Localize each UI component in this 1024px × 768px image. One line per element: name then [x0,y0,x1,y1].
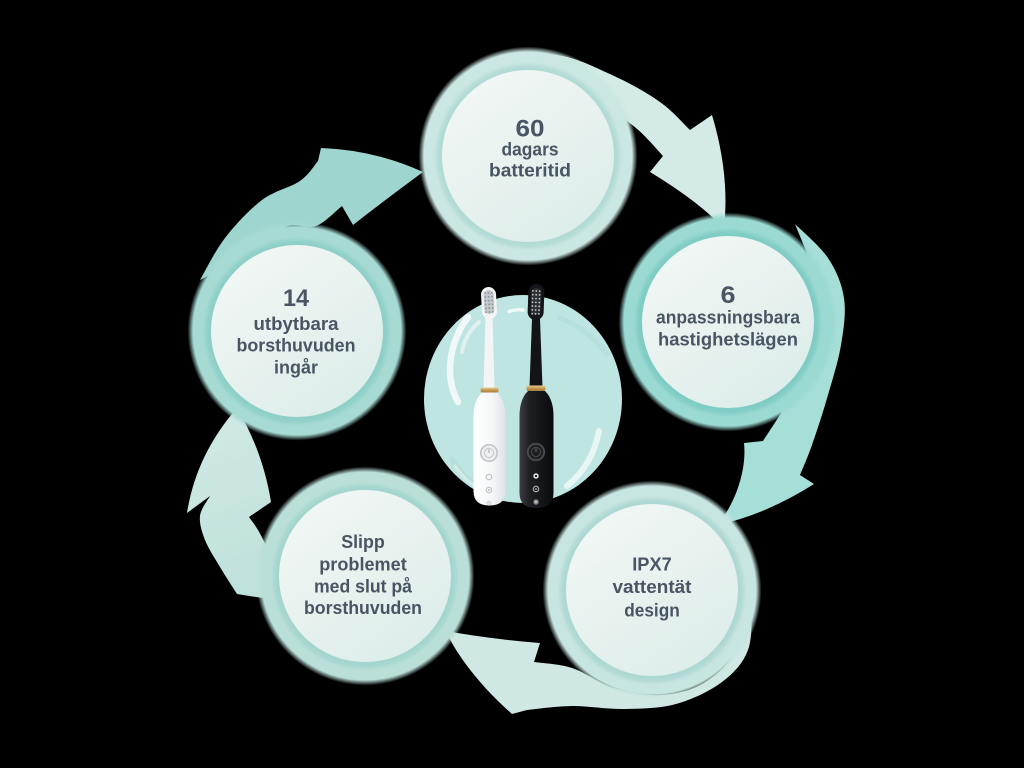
svg-text:60: 60 [516,116,545,143]
svg-text:batteritid: batteritid [489,160,571,181]
svg-text:utbytbara: utbytbara [254,313,340,334]
svg-text:borsthuvuden: borsthuvuden [304,597,422,618]
svg-text:vattentät: vattentät [613,576,692,597]
svg-text:IPX7: IPX7 [632,554,672,575]
svg-text:anpassningsbara: anpassningsbara [656,307,801,328]
svg-text:design: design [624,600,680,621]
svg-text:Slipp: Slipp [341,531,385,552]
svg-text:dagars: dagars [502,139,559,160]
svg-text:14: 14 [283,285,310,312]
svg-text:problemet: problemet [319,553,407,574]
svg-text:ingår: ingår [274,357,318,378]
svg-text:hastighetslägen: hastighetslägen [658,329,798,350]
svg-text:med slut på: med slut på [314,576,413,597]
svg-text:6: 6 [721,282,736,309]
svg-text:borsthuvuden: borsthuvuden [237,335,356,356]
